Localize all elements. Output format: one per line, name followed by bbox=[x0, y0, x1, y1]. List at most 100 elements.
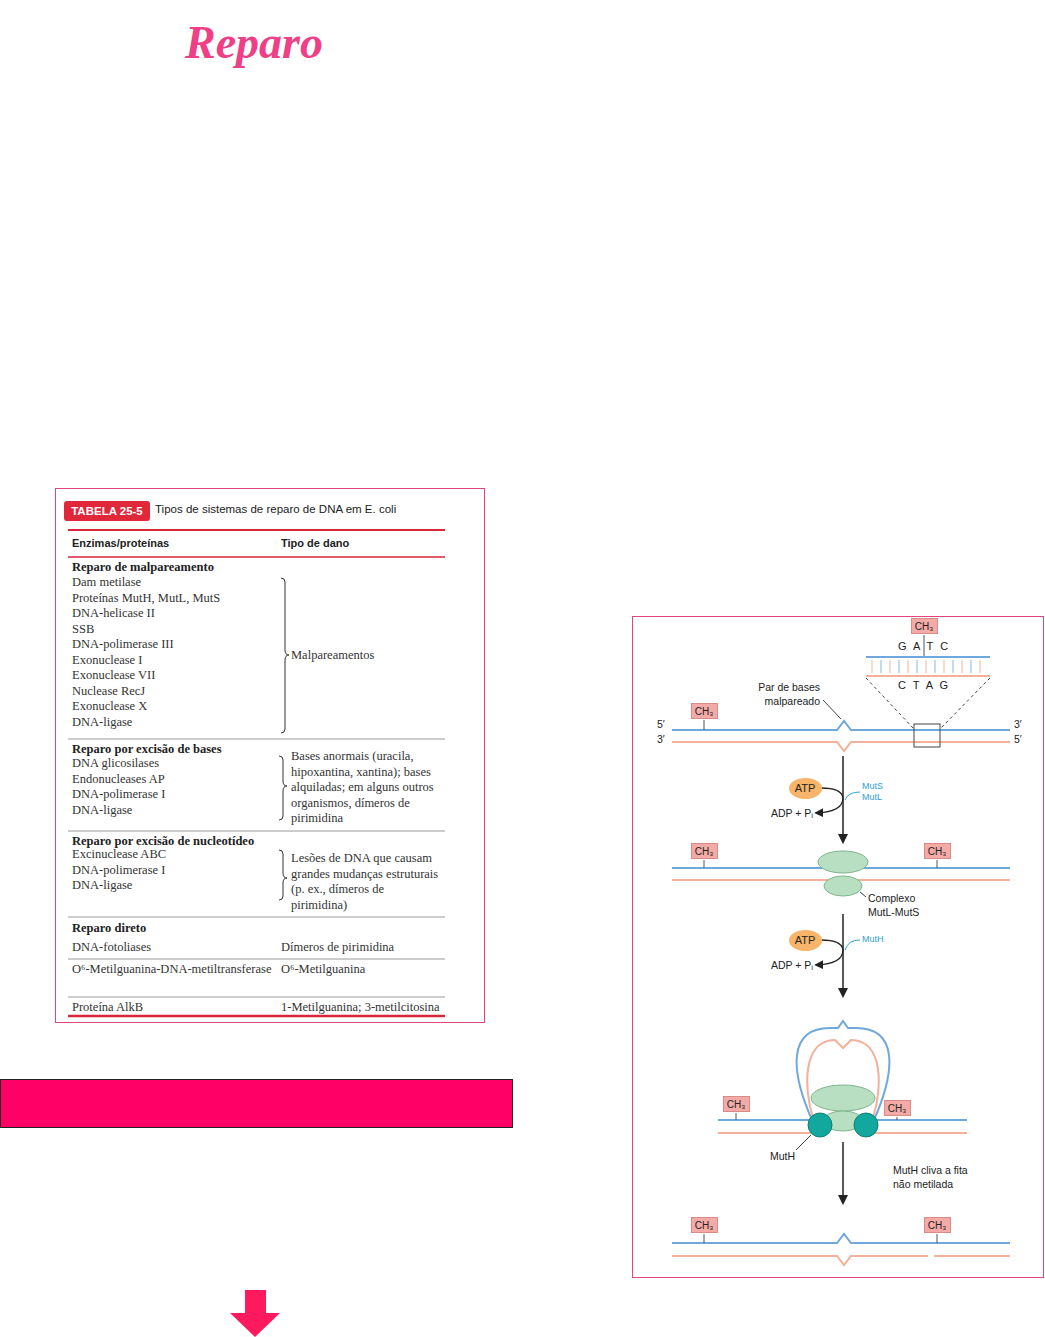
table-cell: Dam metilase bbox=[72, 575, 141, 591]
factor-arrow bbox=[845, 940, 860, 950]
base-pair-tick bbox=[934, 660, 935, 673]
protein-name: MutS bbox=[862, 781, 883, 792]
methyl-group: CH₃ bbox=[924, 843, 951, 859]
methyl-stem bbox=[937, 1234, 938, 1243]
table-rule bbox=[68, 831, 445, 832]
table-cell: 1-Metilguanina; 3-metilcitosina bbox=[281, 1000, 440, 1016]
section-heading: Reparo por excisão de bases bbox=[72, 742, 222, 757]
table-frame bbox=[56, 489, 485, 1023]
methyl-stem bbox=[704, 860, 705, 868]
step-arrow bbox=[842, 1142, 844, 1203]
table-title: Tipos de sistemas de reparo de DNA em E.… bbox=[155, 503, 396, 515]
dna-strand-blue bbox=[866, 656, 990, 658]
reaction-product: ADP + Pᵢ bbox=[771, 806, 813, 820]
node-text: CH₃ bbox=[928, 846, 947, 857]
base-sequence: G A T C bbox=[898, 640, 950, 652]
table-cell: Exonuclease VII bbox=[72, 668, 155, 684]
table-cell: Excinuclease ABC bbox=[72, 847, 166, 863]
node-text: CH₃ bbox=[727, 1099, 746, 1110]
callout-label: Complexo MutL-MutS bbox=[868, 891, 938, 919]
table-cell: DNA-helicase II bbox=[72, 606, 155, 622]
reaction-product: ADP + Pᵢ bbox=[771, 958, 813, 972]
node-text: TABELA 25-5 bbox=[71, 505, 143, 517]
column-header: Tipo de dano bbox=[281, 537, 349, 549]
column-header: Enzimas/proteínas bbox=[72, 537, 169, 549]
table-cell: DNA-polimerase I bbox=[72, 787, 165, 803]
dna-strand-blue bbox=[672, 721, 1010, 730]
down-arrow bbox=[230, 1290, 280, 1337]
dna-loop-orange bbox=[718, 1040, 967, 1133]
leader-line bbox=[823, 700, 841, 719]
mutl-muts-complex bbox=[818, 851, 868, 873]
methyl-stem bbox=[704, 1234, 705, 1243]
base-pair-tick bbox=[943, 660, 944, 673]
base-pair-ticks bbox=[872, 660, 980, 673]
base-pair-tick bbox=[952, 660, 953, 673]
atp-molecule: ATP bbox=[789, 930, 822, 951]
table-cell: Bases anormais (uracila, hipoxantina, xa… bbox=[291, 749, 443, 827]
base-sequence: C T A G bbox=[898, 679, 950, 691]
methyl-stem bbox=[897, 1117, 898, 1120]
methyl-group: CH₃ bbox=[723, 1096, 750, 1112]
node-text: CH₃ bbox=[695, 706, 714, 717]
table-cell: O⁶-Metilguanina-DNA-metiltransferase bbox=[72, 962, 272, 978]
table-rule bbox=[68, 529, 445, 531]
methyl-stem bbox=[736, 1113, 737, 1120]
table-cell: Dímeros de pirimidina bbox=[281, 940, 394, 956]
section-heading: Reparo por excisão de nucleotídeo bbox=[72, 834, 254, 849]
node-text: ATP bbox=[795, 782, 816, 794]
highlight-bar bbox=[1, 1080, 513, 1128]
methyl-group: CH₃ bbox=[924, 1217, 951, 1233]
table-cell: DNA-polimerase I bbox=[72, 863, 165, 879]
table-rule bbox=[68, 556, 445, 558]
table-cell: Proteína AlkB bbox=[72, 1000, 143, 1016]
strand-end: 3′ bbox=[1014, 717, 1022, 731]
callout-label: Par de bases malpareado bbox=[738, 680, 820, 708]
base-pair-tick bbox=[979, 660, 980, 673]
brace bbox=[281, 578, 289, 733]
muth-protein bbox=[854, 1113, 878, 1137]
dna-loop-blue bbox=[718, 1021, 967, 1120]
base-pair-tick bbox=[970, 660, 971, 673]
base-pair-tick bbox=[925, 660, 926, 673]
table-rule bbox=[68, 997, 445, 998]
strand-end: 3′ bbox=[657, 732, 665, 746]
table-cell: Exonuclease I bbox=[72, 653, 142, 669]
methyl-group: CH₃ bbox=[911, 618, 938, 634]
table-cell: DNA-fotoliases bbox=[72, 940, 151, 956]
brace bbox=[279, 850, 287, 900]
table-badge: TABELA 25-5 bbox=[64, 501, 150, 521]
table-rule bbox=[68, 739, 445, 740]
section-heading: Reparo de malpareamento bbox=[72, 560, 214, 575]
node-text: ATP bbox=[795, 934, 816, 946]
methyl-group: CH₃ bbox=[884, 1100, 911, 1116]
mutl-muts-complex bbox=[824, 876, 862, 896]
table-cell: Proteínas MutH, MutL, MutS bbox=[72, 591, 220, 607]
base-pair-tick bbox=[898, 660, 899, 673]
methyl-group: CH₃ bbox=[691, 1217, 718, 1233]
section-heading: Reparo direto bbox=[72, 921, 146, 936]
methyl-group: CH₃ bbox=[691, 843, 718, 859]
table-cell: Endonucleases AP bbox=[72, 772, 165, 788]
node-text: CH₃ bbox=[928, 1220, 947, 1231]
table-cell: Malpareamentos bbox=[291, 648, 374, 664]
table-cell: DNA-ligase bbox=[72, 878, 132, 894]
muth-protein bbox=[808, 1113, 832, 1137]
base-pair-tick bbox=[961, 660, 962, 673]
methyl-stem bbox=[704, 720, 705, 730]
page-title: Reparo bbox=[185, 18, 323, 69]
table-cell: Lesões de DNA que causam grandes mudança… bbox=[291, 851, 443, 913]
dna-strand-orange bbox=[866, 675, 990, 677]
table-cell: O⁶-Metilguanina bbox=[281, 962, 365, 978]
base-pair-tick bbox=[871, 660, 872, 673]
base-pair-tick bbox=[907, 660, 908, 673]
table-rule bbox=[68, 959, 445, 960]
node-text: CH₃ bbox=[915, 621, 934, 632]
node-text: CH₃ bbox=[695, 846, 714, 857]
table-cell: DNA-ligase bbox=[72, 715, 132, 731]
base-pair-tick bbox=[880, 660, 881, 673]
node-text: CH₃ bbox=[888, 1103, 907, 1114]
table-rule bbox=[68, 1015, 445, 1018]
dna-strand-orange bbox=[672, 1256, 1010, 1265]
protein-name: MutH bbox=[862, 934, 884, 945]
